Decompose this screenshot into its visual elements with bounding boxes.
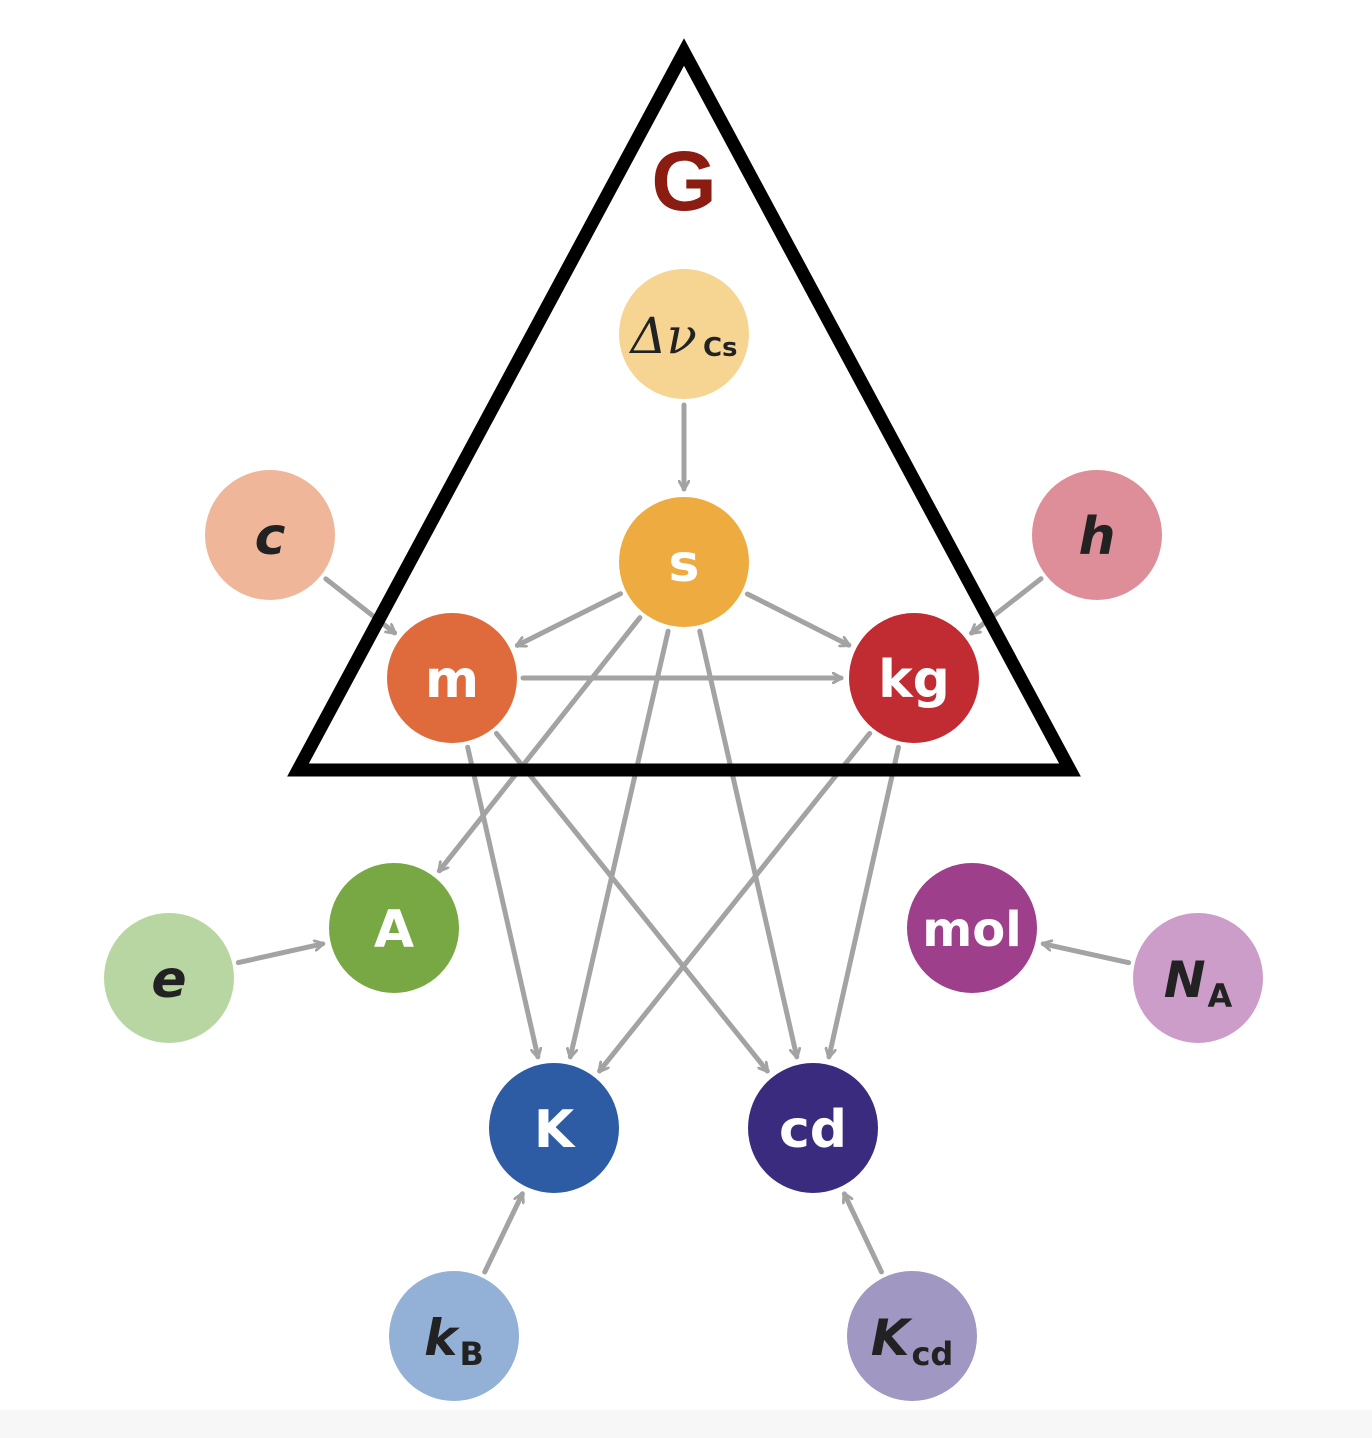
node-label-main-kg: kg <box>878 650 950 710</box>
node-label-main-h: h <box>1078 507 1115 567</box>
node-s: s <box>619 497 749 627</box>
diagram-title: G <box>651 134 716 228</box>
node-label-sub-NA: A <box>1208 977 1233 1015</box>
node-label-kB: kB <box>424 1309 484 1373</box>
edge-kg-to-K <box>597 730 873 1074</box>
edge-s-to-m <box>514 591 623 648</box>
node-m: m <box>387 613 517 743</box>
node-circle-NA <box>1133 913 1263 1043</box>
node-Kcd: Kcd <box>847 1271 977 1401</box>
node-circle-kB <box>389 1271 519 1401</box>
node-label-main-dnu: Δν <box>628 307 697 365</box>
node-label-s: s <box>669 534 700 594</box>
edge-s-to-cd <box>697 628 797 1060</box>
node-circle-kg <box>849 613 979 743</box>
edge-NA-to-mol <box>1040 944 1132 966</box>
node-circle-h <box>1032 470 1162 600</box>
node-K: K <box>489 1063 619 1193</box>
node-circle-s <box>619 497 749 627</box>
edge-m-to-K <box>465 744 538 1060</box>
node-circle-dnu <box>619 269 749 399</box>
node-label-NA: NA <box>1164 951 1233 1015</box>
node-label-main-mol: mol <box>922 902 1021 958</box>
node-label-cd: cd <box>779 1100 847 1160</box>
edge-h-to-kg <box>969 576 1044 636</box>
edge-kB-to-K <box>482 1191 525 1275</box>
node-circle-A <box>329 863 459 993</box>
node-circle-K <box>489 1063 619 1193</box>
defining-constants-triangle <box>287 38 1081 777</box>
edge-s-to-kg <box>744 591 852 648</box>
edge-kg-to-cd <box>829 744 901 1060</box>
node-label-main-c: c <box>255 507 286 567</box>
node-e: e <box>104 913 234 1043</box>
node-label-kg: kg <box>878 650 950 710</box>
node-circle-Kcd <box>847 1271 977 1401</box>
node-label-sub-kB: B <box>459 1335 483 1373</box>
node-label-Kcd: Kcd <box>871 1309 954 1373</box>
node-kg: kg <box>849 613 979 743</box>
node-label-main-e: e <box>151 950 186 1010</box>
node-kB: kB <box>389 1271 519 1401</box>
edge-e-to-A <box>235 944 326 966</box>
node-label-main-K: K <box>534 1100 576 1160</box>
node-label-main-NA: N <box>1164 951 1206 1009</box>
edge-s-to-A <box>436 615 643 874</box>
node-label-sub-Kcd: cd <box>911 1335 953 1373</box>
node-A: A <box>329 863 459 993</box>
node-label-main-s: s <box>669 534 700 594</box>
node-circle-m <box>387 613 517 743</box>
bottom-strip <box>0 1410 1372 1438</box>
node-label-e: e <box>151 950 186 1010</box>
node-label-main-m: m <box>425 650 479 710</box>
node-label-main-kB: k <box>424 1309 460 1367</box>
node-circle-cd <box>748 1063 878 1193</box>
node-label-main-cd: cd <box>779 1100 847 1160</box>
node-circle-e <box>104 913 234 1043</box>
edge-m-to-cd <box>493 730 770 1074</box>
node-cd: cd <box>748 1063 878 1193</box>
node-label-A: A <box>374 900 414 960</box>
node-c: c <box>205 470 335 600</box>
node-label-K: K <box>534 1100 576 1160</box>
node-label-m: m <box>425 650 479 710</box>
edge-s-to-K <box>570 628 671 1060</box>
node-label-h: h <box>1078 507 1115 567</box>
node-label-mol: mol <box>922 902 1021 958</box>
node-label-main-A: A <box>374 900 414 960</box>
node-h: h <box>1032 470 1162 600</box>
edges-layer <box>235 402 1132 1275</box>
node-NA: NA <box>1133 913 1263 1043</box>
node-label-sub-dnu: Cs <box>703 333 738 363</box>
node-label-main-Kcd: K <box>871 1309 913 1367</box>
node-label-c: c <box>255 507 286 567</box>
edge-Kcd-to-cd <box>841 1191 884 1275</box>
node-mol: mol <box>907 863 1037 993</box>
node-circle-mol <box>907 863 1037 993</box>
node-circle-c <box>205 470 335 600</box>
